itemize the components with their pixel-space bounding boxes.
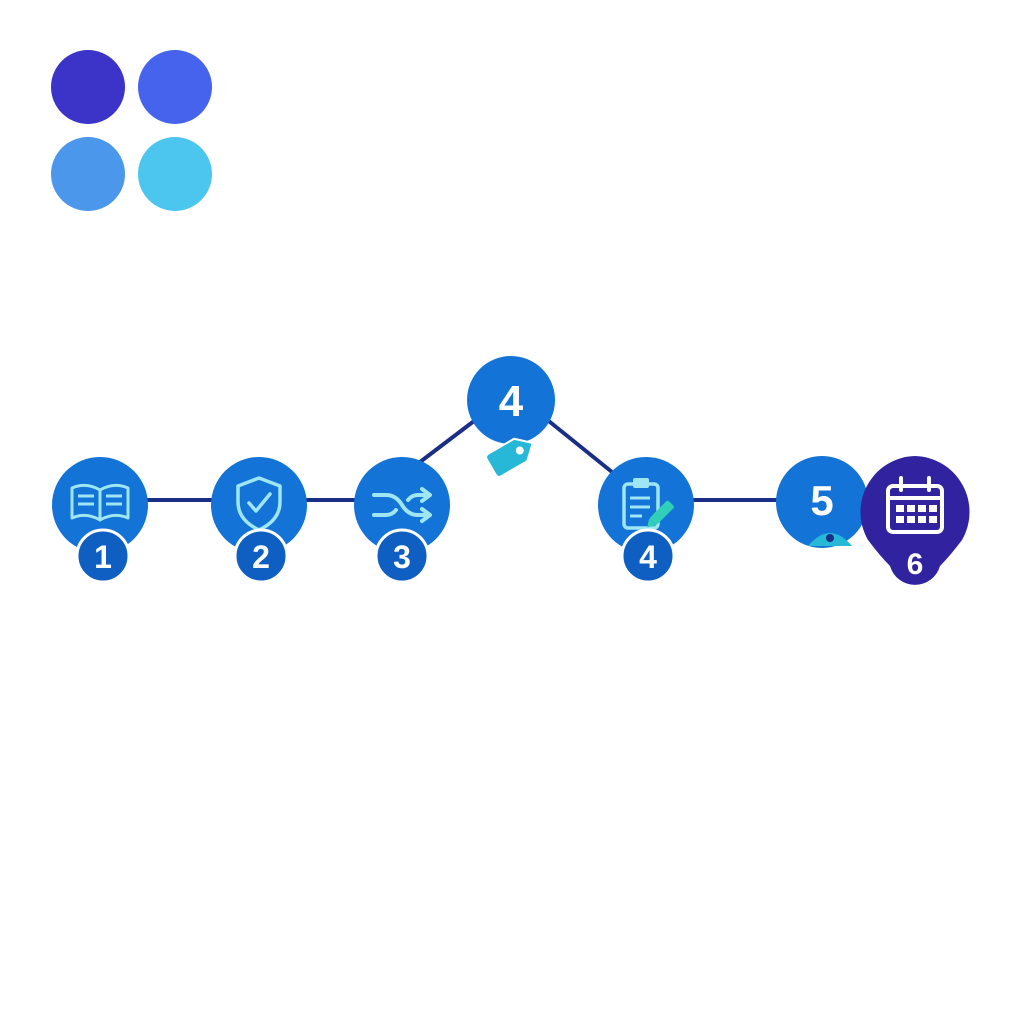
- step-5-circle: [776, 456, 868, 548]
- eye-icon: [808, 533, 852, 546]
- palette-dot-3: [51, 137, 125, 211]
- step-2-number: 2: [252, 539, 270, 575]
- calendar-icon: [886, 476, 944, 534]
- step-4-top: 4: [467, 356, 555, 478]
- connectors: [140, 416, 780, 502]
- step-5-number: 5: [810, 477, 833, 524]
- palette-dot-4: [138, 137, 212, 211]
- tag-icon: [484, 437, 535, 478]
- step-4: 4: [598, 457, 694, 584]
- clipboard-edit-icon: [622, 478, 674, 530]
- step-1-number: 1: [94, 539, 112, 575]
- step-1-badge: [75, 528, 131, 584]
- book-icon: [70, 483, 130, 522]
- step-4-circle: [598, 457, 694, 553]
- palette-dot-2: [138, 50, 212, 124]
- step-5: 5: [776, 456, 868, 548]
- step-4-top-circle: [467, 356, 555, 444]
- step-3-badge: [374, 528, 430, 584]
- step-3: 3: [354, 457, 450, 584]
- step-3-number: 3: [393, 539, 411, 575]
- step-2: 2: [211, 457, 307, 584]
- step-4-number: 4: [639, 539, 657, 575]
- step-4-top-number: 4: [499, 377, 524, 426]
- step-4-badge: [620, 528, 676, 584]
- step-6-number: 6: [907, 548, 924, 581]
- step-1: 1: [52, 457, 148, 584]
- step-2-badge: [233, 528, 289, 584]
- connector-3-4top: [418, 416, 480, 464]
- step-6: 6: [860, 456, 970, 585]
- palette-dot-1: [51, 50, 125, 124]
- shuffle-arrows-icon: [372, 487, 432, 523]
- connector-4top-4: [543, 416, 614, 474]
